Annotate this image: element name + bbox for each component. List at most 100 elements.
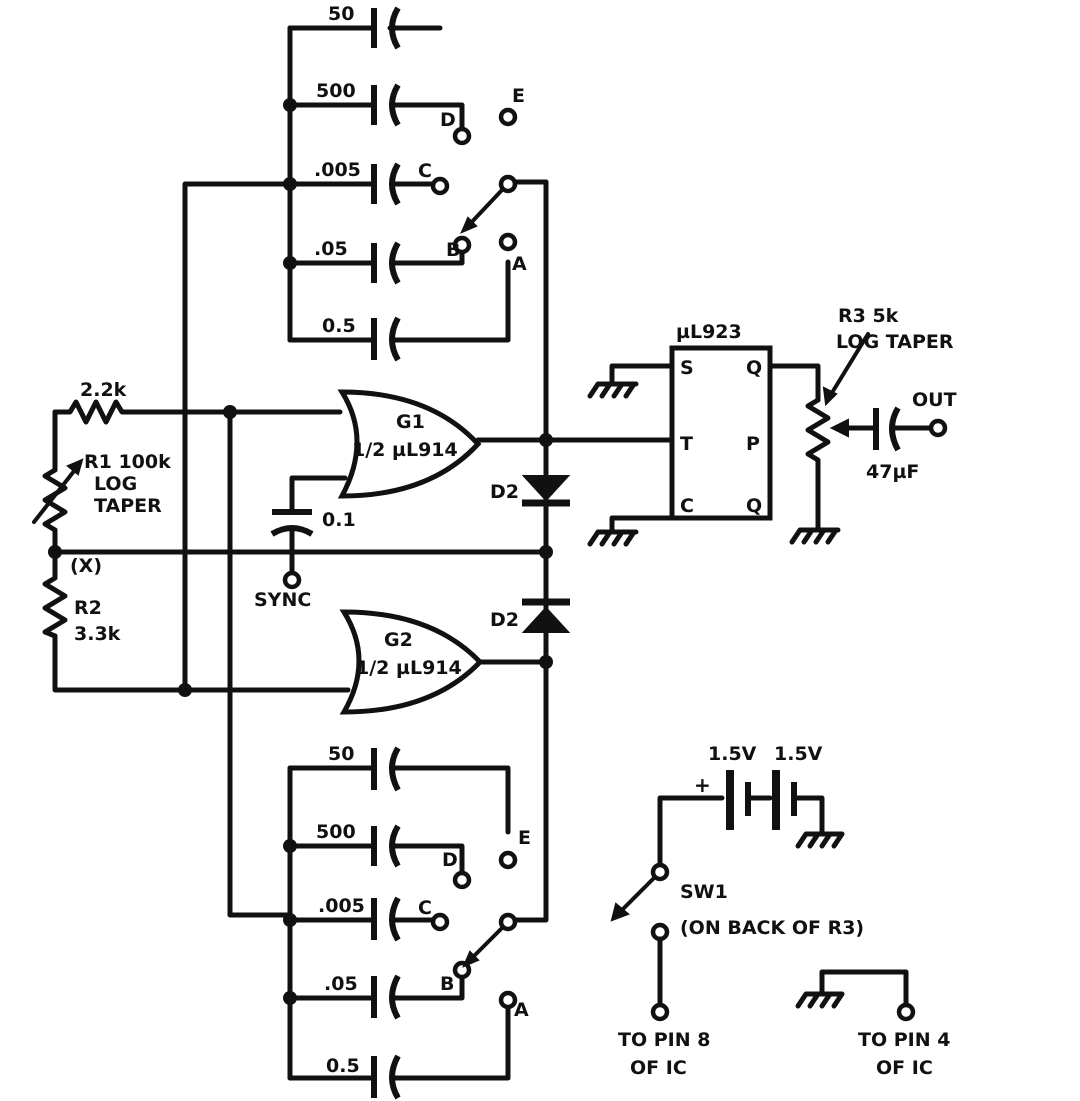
junction-dot: [283, 913, 297, 927]
flipflop-pin-qbar: Q: [746, 495, 762, 517]
switch-arrow-icon: [462, 950, 480, 968]
out-label: OUT: [912, 389, 957, 411]
gate-g1-name: G1: [396, 411, 425, 433]
switch-terminal-d: [452, 126, 472, 146]
bottom-branch-50-wire: [287, 765, 511, 835]
junction-dot: [539, 545, 553, 559]
switch-arrow-icon: [610, 902, 630, 922]
pin8-terminal[interactable]: [650, 1002, 670, 1022]
top-switch-label-e: E: [512, 85, 525, 107]
output-cap-label: 47µF: [866, 461, 919, 483]
pin4-wire: [819, 969, 909, 1009]
pin8-label-line2: OF IC: [630, 1057, 687, 1079]
output-section: R3 5k LOG TAPER 47µF OUT: [789, 305, 957, 545]
r1-line2: LOG: [94, 473, 137, 495]
top-branch-05-wire: [287, 249, 465, 266]
bottom-switch-arm[interactable]: [468, 926, 504, 962]
top-switch-label-d: D: [440, 109, 456, 131]
r3-label-line1: R3 5k: [838, 305, 899, 327]
switch-terminal-c: [430, 912, 450, 932]
junction-dot: [283, 98, 297, 112]
right-diode-bus: [512, 179, 549, 923]
ground-icon: [795, 831, 845, 849]
resistor-2-2k: [52, 399, 343, 425]
junction-dot: [283, 991, 297, 1005]
bottom-branch-05-wire: [287, 975, 465, 1001]
top-cap-500: [371, 83, 401, 127]
diode-lower-label: D2: [490, 609, 519, 631]
resistor-r3: [805, 397, 831, 531]
bottom-cap-label-005: .005: [318, 895, 365, 917]
switch-terminal-b: [452, 235, 472, 255]
resistor-labels: 2.2k R1 100k LOG TAPER (X) R2 3.3k 0.1 S…: [70, 379, 356, 645]
top-cap-0-5: [371, 316, 401, 362]
bottom-switch-label-b: B: [440, 973, 454, 995]
wiper-arrow-icon: [829, 418, 849, 438]
switch-terminal-d: [452, 870, 472, 890]
top-switch-label-c: C: [418, 160, 432, 182]
sync-cap-wire: [289, 475, 348, 578]
gate-g2: G2 1/2 µL914: [339, 609, 484, 715]
bottom-cap-label-05: .05: [324, 973, 358, 995]
sw1-name-label: SW1: [680, 881, 728, 903]
gate-g2-part: 1/2 µL914: [356, 657, 462, 679]
top-cap-label-005: .005: [314, 159, 361, 181]
r1-label: R1 100k: [84, 451, 171, 473]
flipflop-pin-q: Q: [746, 357, 762, 379]
gate-g2-name: G2: [384, 629, 413, 651]
ground-icon: [795, 991, 845, 1009]
bottom-cap-0-5: [371, 1054, 401, 1100]
top-switch-arm[interactable]: [466, 188, 504, 228]
bottom-cap-50: [371, 746, 401, 792]
junction-dot: [539, 655, 553, 669]
battery-cell-1: [726, 770, 751, 830]
flipflop-pin-t: T: [680, 433, 693, 455]
sync-terminal[interactable]: [282, 570, 302, 590]
diode-upper: D2: [490, 475, 571, 507]
junction-dot: [178, 683, 192, 697]
bottom-branch-500-wire: [287, 843, 465, 875]
flipflop-pin-c: C: [680, 495, 694, 517]
switch-terminal-a: [498, 232, 518, 252]
pin4-label-line1: TO PIN 4: [858, 1029, 950, 1051]
battery-switch-section: 1.5V 1.5V + SW1 (ON BACK OF R3) TO PIN 8…: [610, 743, 950, 1079]
main-wiring: [32, 179, 675, 923]
switch-common-terminal: [498, 912, 518, 932]
switch-terminal-b: [452, 960, 472, 980]
top-branch-0-5-wire: [287, 259, 511, 343]
top-switch-label-b: B: [446, 239, 460, 261]
pin4-terminal[interactable]: [896, 1002, 916, 1022]
top-cap-label-50: 50: [328, 3, 354, 25]
out-terminal[interactable]: [928, 418, 948, 438]
switch-terminal-a: [498, 990, 518, 1010]
ground-icon: [587, 381, 639, 399]
battery-ground-wire: [793, 795, 825, 835]
sw1-switch-arm[interactable]: [618, 876, 656, 914]
variable-arrow-icon: [66, 458, 84, 476]
r-2-2k-label: 2.2k: [80, 379, 127, 401]
r1-line3: TAPER: [94, 495, 162, 517]
flipflop-ul923: µL923 S T C Q P Q: [587, 321, 821, 547]
top-branch-500-wire: [287, 102, 465, 131]
r2-name-label: R2: [74, 597, 102, 619]
junction-dot: [283, 256, 297, 270]
r3-label-line2: LOG TAPER: [836, 331, 954, 353]
bottom-capacitor-bank: 50 500 .005 .05 0.5 E D C B A: [283, 743, 531, 1100]
bottom-switch-label-a: A: [514, 999, 529, 1021]
top-switch-label-a: A: [512, 253, 527, 275]
battery-cell-1-label: 1.5V: [708, 743, 757, 765]
flipflop-pin-s: S: [680, 357, 694, 379]
top-cap-005: [371, 162, 401, 206]
node-x-label: (X): [70, 555, 102, 577]
bottom-switch-label-c: C: [418, 897, 432, 919]
bottom-switch-label-e: E: [518, 827, 531, 849]
junction-dot: [283, 839, 297, 853]
flipflop-part-label: µL923: [676, 321, 742, 343]
s-pin-wire: [609, 363, 675, 387]
junction-dot: [223, 405, 237, 419]
battery-plus-wire: [657, 795, 725, 869]
gate-g1: G1 1/2 µL914: [337, 389, 482, 499]
bottom-cap-500: [371, 824, 401, 868]
switch-terminal-e: [498, 107, 518, 127]
bottom-cap-label-0-5: 0.5: [326, 1055, 360, 1077]
